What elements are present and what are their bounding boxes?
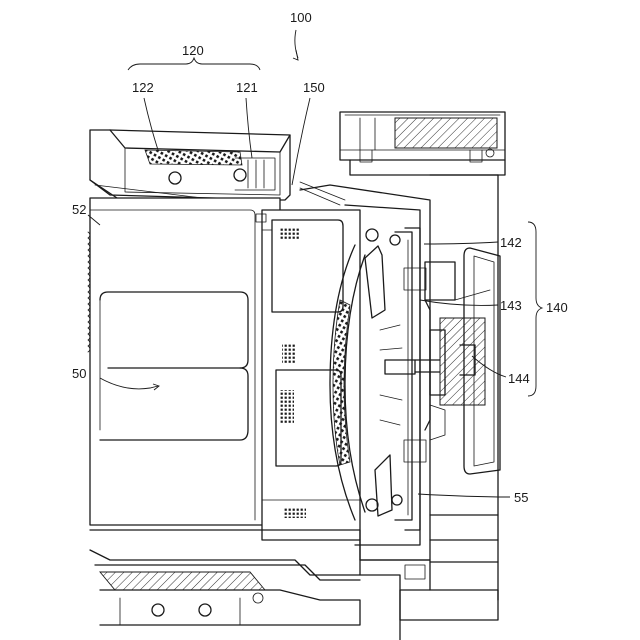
label-121: 121 — [236, 80, 258, 95]
label-120: 120 — [182, 43, 204, 58]
label-55: 55 — [514, 490, 528, 505]
label-142: 142 — [500, 235, 522, 250]
top-unit-120 — [90, 130, 290, 205]
label-150: 150 — [303, 80, 325, 95]
label-52: 52 — [72, 202, 86, 217]
label-122: 122 — [132, 80, 154, 95]
bottom-tray — [90, 530, 430, 640]
cooking-chamber-50 — [88, 198, 280, 525]
label-100: 100 — [290, 10, 312, 25]
label-144: 144 — [508, 371, 530, 386]
label-50: 50 — [72, 366, 86, 381]
label-143: 143 — [500, 298, 522, 313]
label-140: 140 — [546, 300, 568, 315]
upper-duct — [340, 112, 505, 175]
